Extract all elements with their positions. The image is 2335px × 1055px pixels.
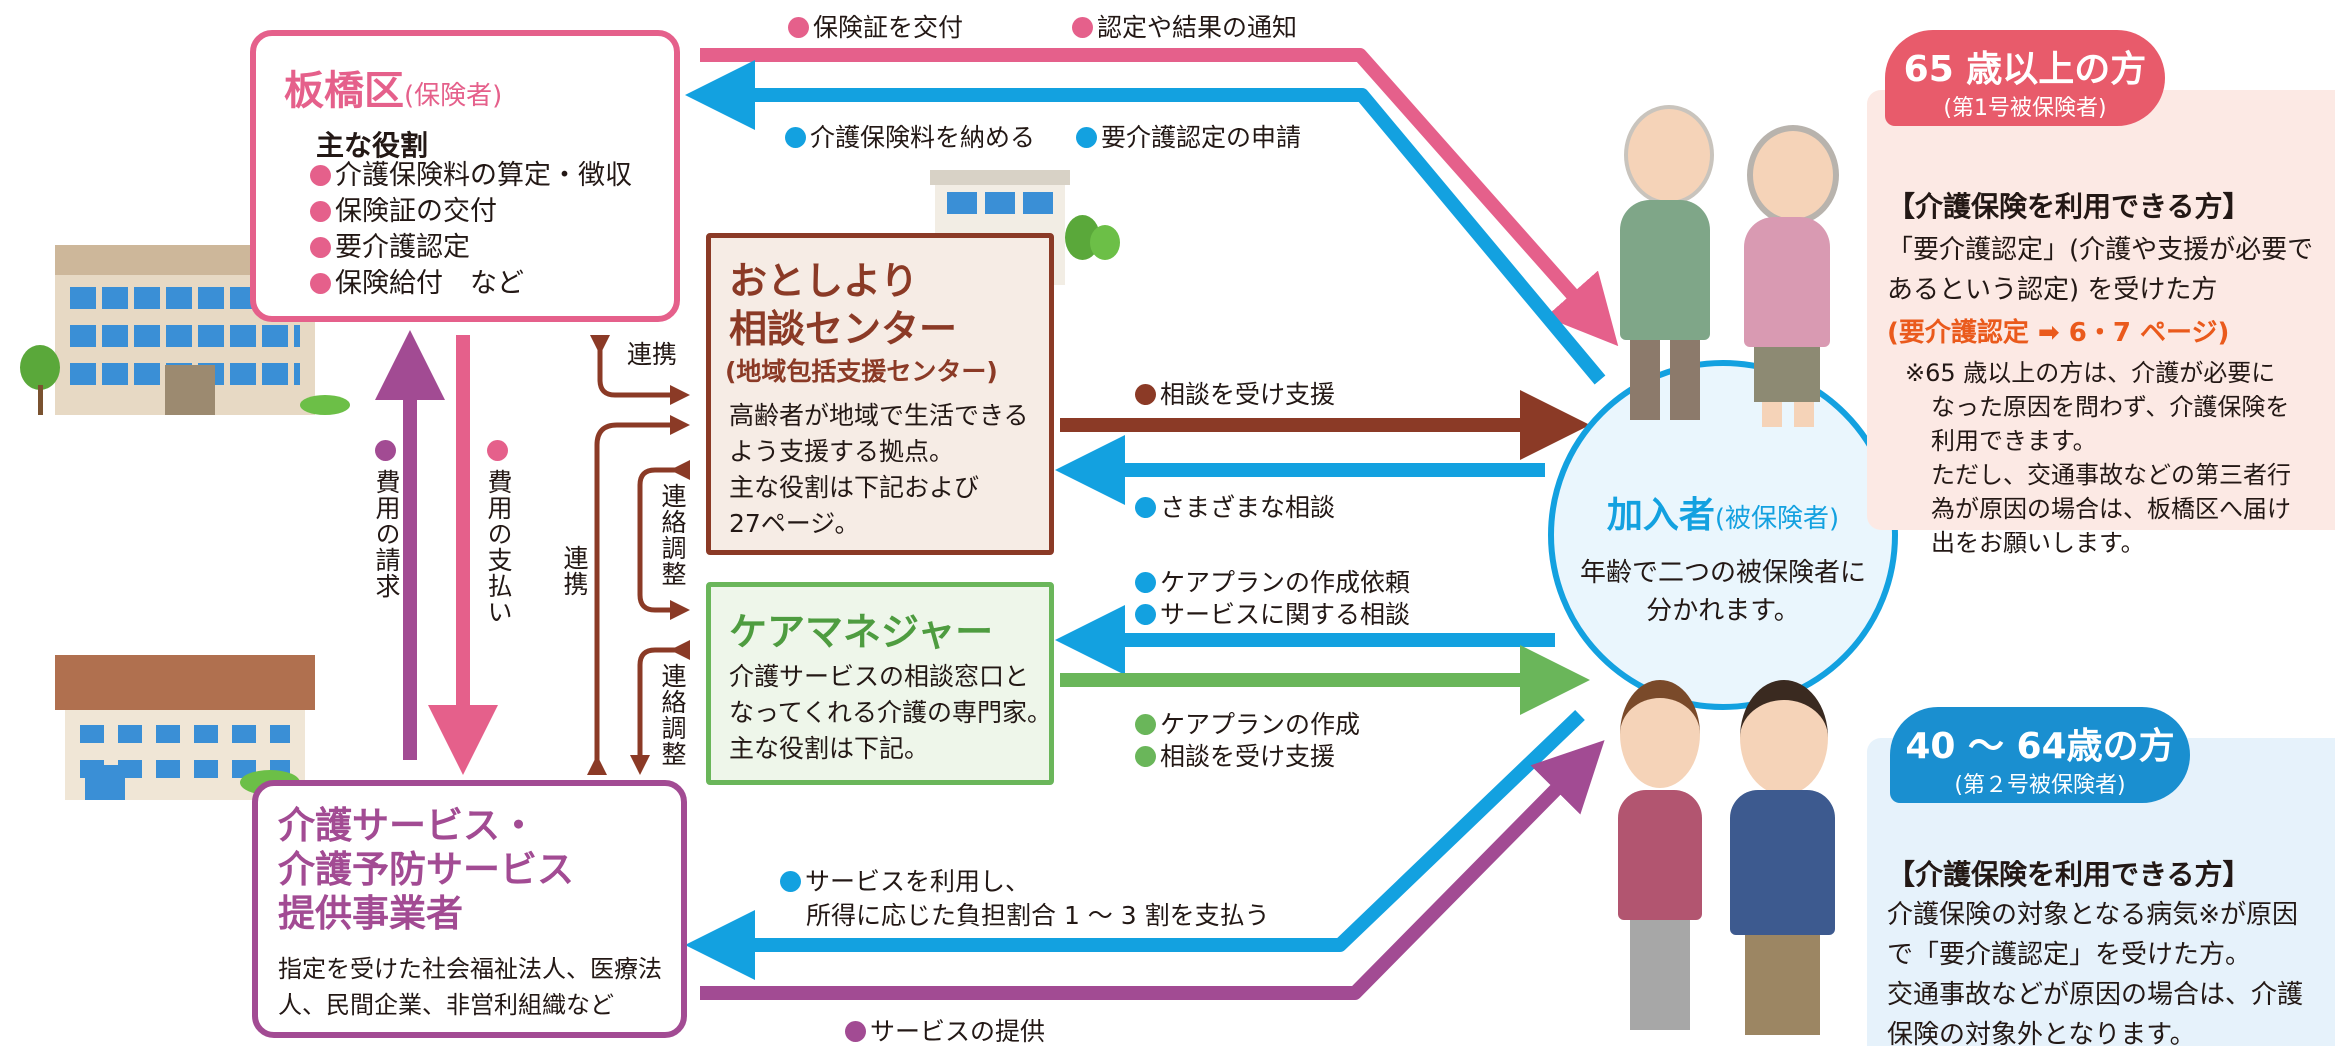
flow-label-renkei-side: 連携 xyxy=(560,545,589,597)
age40-line: 交通事故などが原因の場合は、介護 xyxy=(1887,980,2304,1010)
flow-label-cost-pay: 費用の支払い xyxy=(480,440,514,625)
provider-box: 介護サービス・ 介護予防サービス 提供事業者 指定を受けた社会福祉法人、医療法 … xyxy=(252,780,687,1038)
over65-panel: 【介護保険を利用できる方】 「要介護認定」(介護や支援が必要で あるという認定)… xyxy=(1867,90,2335,557)
flow-label-renraku-2: 連絡調整 xyxy=(658,663,687,767)
over65-note-line: なった原因を問わず、介護保険を xyxy=(1931,393,2290,421)
over65-badge-sub: (第1号被保険者) xyxy=(1943,96,2107,121)
care-manager-desc-line: なってくれる介護の専門家。 xyxy=(729,698,1053,727)
flow-label-pay-premium: 介護保険料を納める xyxy=(785,118,1035,154)
provider-title-line: 介護サービス・ xyxy=(278,804,537,847)
over65-note-line: 為が原因の場合は、板橋区へ届け xyxy=(1931,495,2291,523)
flow-label-consult-support-2: 相談を受け支援 xyxy=(1135,737,1335,773)
age40-line: 保険の対象外となります。 xyxy=(1887,1020,2196,1050)
provider-title-line: 提供事業者 xyxy=(278,892,463,935)
over65-heading: 【介護保険を利用できる方】 xyxy=(1887,190,2251,223)
flow-label-renraku-1: 連絡調整 xyxy=(658,483,687,587)
ward-roles-list: 介護保険料の算定・徴収 保険証の交付 要介護認定 保険給付 など xyxy=(310,158,632,302)
age40-badge: 40 ～ 64歳の方 (第２号被保険者) xyxy=(1890,707,2190,803)
flow-label-careplan-request: ケアプランの作成依頼 xyxy=(1135,563,1410,599)
ward-subtitle: (保険者) xyxy=(404,81,503,111)
over65-badge: 65 歳以上の方 (第1号被保険者) xyxy=(1885,30,2165,126)
arrow-service-provide xyxy=(700,740,1605,1000)
elderly-couple-illustration xyxy=(1612,105,1862,435)
over65-note-line: 出をお願いします。 xyxy=(1931,529,2145,557)
arrow-renkei-top xyxy=(590,335,690,405)
provider-desc-line: 人、民間企業、非営利組織など xyxy=(278,991,614,1019)
ward-role-item: 保険給付 など xyxy=(310,266,632,302)
over65-line: あるという認定) を受けた方 xyxy=(1887,275,2218,305)
arrow-renraku-1 xyxy=(637,460,690,620)
over65-note-line: 利用できます。 xyxy=(1931,427,2097,455)
care-manager-box: ケアマネジャー 介護サービスの相談窓口と なってくれる介護の専門家。 主な役割は… xyxy=(706,582,1054,785)
ward-role-item: 保険証の交付 xyxy=(310,194,632,230)
over65-line: 「要介護認定」(介護や支援が必要で xyxy=(1887,235,2314,265)
ward-role-item: 要介護認定 xyxy=(310,230,632,266)
arrow-apply xyxy=(685,60,1606,385)
center-title-line2: 相談センター xyxy=(729,307,958,351)
flow-label-service-consult: サービスに関する相談 xyxy=(1135,595,1410,631)
center-desc-line: 主な役割は下記および xyxy=(729,473,980,502)
flow-label-issue-card: 保険証を交付 xyxy=(788,8,963,44)
member-subtitle: (被保険者) xyxy=(1714,504,1840,534)
flow-label-various-consult: さまざまな相談 xyxy=(1135,488,1335,524)
age40-badge-sub: (第２号被保険者) xyxy=(1954,773,2126,798)
over65-note-line: ※65 歳以上の方は、介護が必要に xyxy=(1905,359,2276,387)
arrow-renkei-side xyxy=(587,415,690,775)
center-desc-line: 27ページ。 xyxy=(729,509,860,538)
member-title: 加入者 xyxy=(1606,495,1715,536)
age40-line: 介護保険の対象となる病気※が原因 xyxy=(1887,900,2299,930)
arrow-use-service xyxy=(685,709,1585,980)
center-desc-line: 高齢者が地域で生活できる xyxy=(729,401,1029,430)
age40-heading: 【介護保険を利用できる方】 xyxy=(1887,858,2251,891)
flow-label-careplan-make: ケアプランの作成 xyxy=(1135,705,1360,741)
ward-role-item: 介護保険料の算定・徴収 xyxy=(310,158,632,194)
arrow-renraku-2 xyxy=(630,640,690,775)
member-circle: 加入者(被保険者) 年齢で二つの被保険者に 分かれます。 xyxy=(1548,360,1898,710)
flow-label-renkei-top: 連携 xyxy=(627,340,678,369)
flow-label-use-service: サービスを利用し、 所得に応じた負担割合 1 ～ 3 割を支払う xyxy=(780,865,1270,933)
care-manager-desc-line: 介護サービスの相談窓口と xyxy=(729,662,1030,691)
age40-line: で「要介護認定」を受けた方。 xyxy=(1887,940,2252,970)
center-title-line1: おとしより xyxy=(729,259,919,303)
flow-label-notice: 認定や結果の通知 xyxy=(1072,8,1297,44)
over65-badge-main: 65 歳以上の方 xyxy=(1903,49,2147,90)
flow-label-consult-support: 相談を受け支援 xyxy=(1135,375,1335,411)
middle-aged-couple-illustration xyxy=(1610,680,1880,1046)
over65-ref: (要介護認定 ➡ 6・7 ページ) xyxy=(1887,318,2230,348)
care-manager-title: ケアマネジャー xyxy=(729,610,994,654)
age40-badge-main: 40 ～ 64歳の方 xyxy=(1905,726,2175,767)
center-box: おとしより 相談センター (地域包括支援センター) 高齢者が地域で生活できる よ… xyxy=(706,233,1054,555)
arrow-issue-card xyxy=(700,48,1619,347)
member-desc-line: 分かれます。 xyxy=(1646,596,1800,626)
provider-title-line: 介護予防サービス xyxy=(278,848,574,891)
over65-note-line: ただし、交通事故などの第三者行 xyxy=(1931,461,2291,489)
flow-label-apply-cert: 要介護認定の申請 xyxy=(1076,118,1301,154)
provider-desc-line: 指定を受けた社会福祉法人、医療法 xyxy=(278,955,662,983)
ward-title: 板橋区 xyxy=(284,68,404,114)
flow-label-cost-claim: 費用の請求 xyxy=(368,440,402,599)
center-desc-line: よう支援する拠点。 xyxy=(729,437,955,466)
member-desc-line: 年齢で二つの被保険者に xyxy=(1579,558,1866,588)
ward-roles-heading: 主な役割 xyxy=(316,129,429,162)
center-subtitle: (地域包括支援センター) xyxy=(725,357,998,386)
care-manager-desc-line: 主な役割は下記。 xyxy=(729,734,930,763)
flow-label-service-provide: サービスの提供 xyxy=(845,1012,1045,1048)
